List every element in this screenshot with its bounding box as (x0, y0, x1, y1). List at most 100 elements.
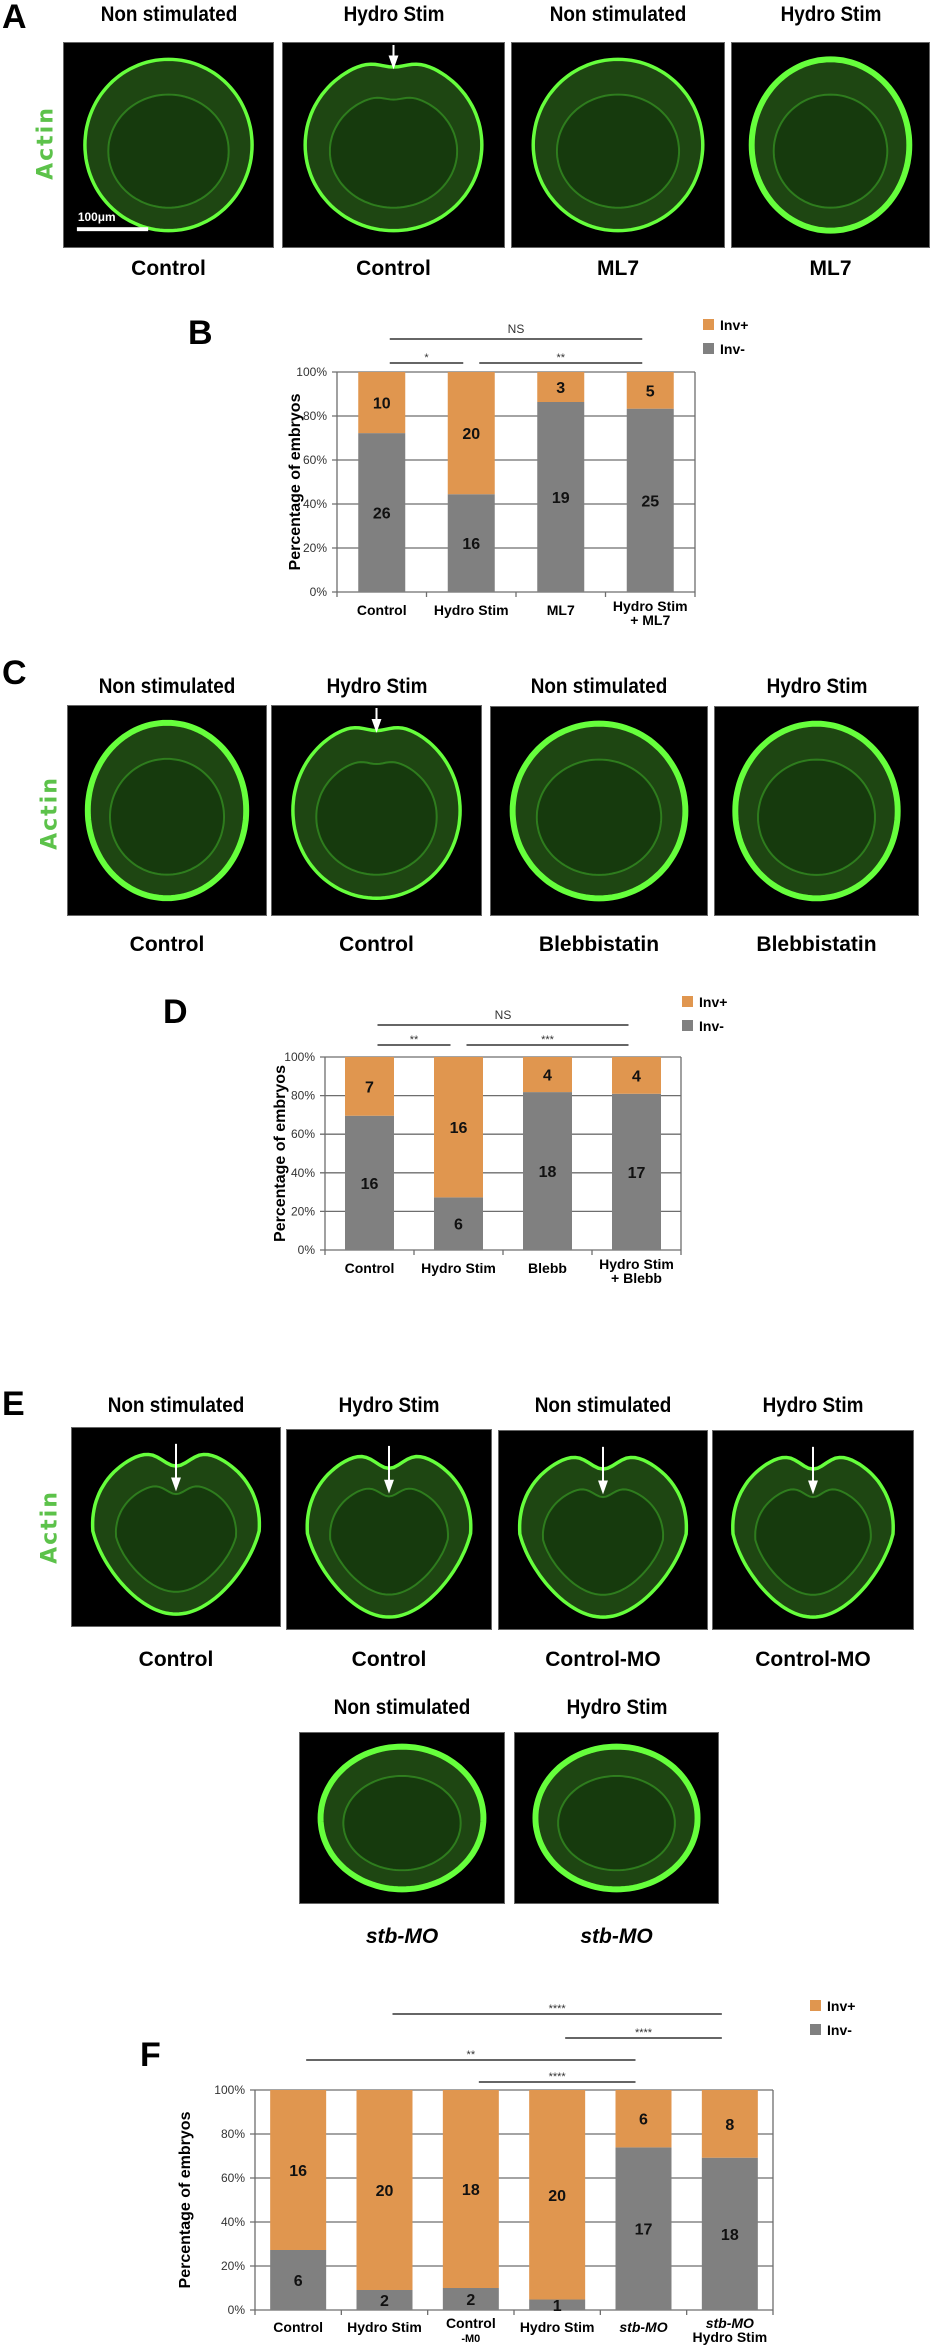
arrow-down-icon (808, 1446, 818, 1495)
treatment-label: Control (129, 933, 205, 956)
x-category-label: + Blebb (611, 1270, 662, 1286)
y-tick-label: 20% (221, 2259, 245, 2273)
bar-inv-plus (358, 372, 406, 434)
micrograph-a-3 (511, 42, 725, 248)
data-label-inv-minus: 2 (466, 2292, 475, 2309)
inner-boundary (108, 757, 226, 876)
inner-boundary (342, 1775, 462, 1872)
micrograph-c-2 (271, 705, 482, 916)
inner-boundary (535, 758, 663, 876)
y-tick-label: 40% (303, 497, 327, 511)
x-category-label: Hydro Stim (599, 1256, 674, 1272)
y-tick-label: 40% (221, 2215, 245, 2229)
significance-label: ** (410, 1034, 419, 1046)
data-label-inv-minus: 6 (294, 2273, 303, 2290)
significance-label: **** (549, 2071, 567, 2083)
data-label-inv-plus: 4 (632, 1068, 641, 1085)
data-label-inv-minus: 26 (373, 506, 391, 523)
condition-heading: Non stimulated (98, 675, 236, 698)
inner-boundary (315, 761, 438, 876)
inner-boundary (114, 1485, 238, 1593)
legend-label: Inv+ (699, 994, 727, 1010)
legend-swatch (810, 2024, 821, 2035)
data-label-inv-minus: 2 (380, 2293, 389, 2310)
x-category-label: Control (345, 1260, 395, 1276)
micrograph-e-3 (498, 1430, 708, 1630)
arrow-down-icon (171, 1443, 181, 1492)
micrograph-c-3 (490, 706, 708, 916)
condition-heading: Hydro Stim (338, 1394, 440, 1417)
data-label-inv-minus: 18 (539, 1164, 557, 1181)
x-category-label: Hydro Stim (434, 602, 509, 618)
significance-label: * (424, 352, 429, 364)
arrow-down-icon (371, 707, 382, 733)
condition-heading: Hydro Stim (762, 1394, 864, 1417)
data-label-inv-minus: 18 (721, 2227, 739, 2244)
scale-bar-label: 100μm (78, 210, 116, 224)
bar-inv-minus (345, 1115, 394, 1250)
y-tick-label: 0% (310, 585, 328, 599)
bar-inv-plus (615, 2090, 672, 2148)
panel-label-d: D (163, 993, 188, 1031)
x-category-label: Control (357, 602, 407, 618)
treatment-label: ML7 (597, 257, 639, 280)
legend-swatch (810, 2000, 821, 2011)
legend-label: Inv- (699, 1018, 724, 1034)
significance-label: NS (495, 1008, 512, 1022)
x-category-label: + ML7 (630, 612, 670, 628)
condition-heading: Non stimulated (100, 3, 237, 26)
bar-inv-minus (615, 2147, 672, 2310)
treatment-label: Control-MO (545, 1648, 661, 1671)
micrograph-e2-1 (299, 1732, 505, 1904)
bar-inv-plus (701, 2090, 758, 2158)
data-label-inv-plus: 16 (450, 1120, 468, 1137)
panel-label-f: F (140, 2036, 161, 2074)
data-label-inv-minus: 25 (641, 493, 659, 510)
y-tick-label: 60% (221, 2171, 245, 2185)
significance-label: NS (508, 322, 525, 336)
condition-heading: Hydro Stim (343, 3, 444, 26)
bar-inv-minus (358, 433, 406, 592)
y-tick-label: 60% (291, 1127, 315, 1141)
x-category-label: Hydro Stim (347, 2319, 422, 2335)
data-label-inv-plus: 20 (376, 2183, 394, 2200)
y-tick-label: 0% (298, 1243, 316, 1257)
data-label-inv-plus: 3 (556, 380, 565, 397)
y-tick-label: 20% (291, 1204, 315, 1218)
inner-boundary (107, 93, 230, 209)
actin-label-a: Actin (33, 106, 59, 180)
condition-heading: Non stimulated (530, 675, 668, 698)
data-label-inv-plus: 5 (646, 383, 655, 400)
bar-inv-minus (442, 2288, 499, 2310)
actin-label-e: Actin (37, 1490, 63, 1564)
inner-boundary (757, 758, 876, 876)
data-label-inv-minus: 1 (553, 2298, 562, 2315)
bar-inv-plus (529, 2090, 586, 2300)
treatment-label: ML7 (809, 257, 852, 280)
legend-label: Inv+ (720, 317, 748, 333)
bar-inv-plus (442, 2090, 499, 2288)
x-category-label: Hydro Stim (613, 598, 688, 614)
bar-inv-minus (434, 1197, 483, 1250)
micrograph-c-1 (67, 705, 267, 916)
data-label-inv-minus: 16 (462, 536, 480, 553)
inner-boundary (328, 96, 459, 209)
y-tick-label: 100% (296, 365, 327, 379)
significance-label: ** (467, 2049, 476, 2061)
legend-label: Inv- (720, 341, 745, 357)
treatment-label: Control-MO (755, 1648, 871, 1671)
legend-label: Inv- (827, 2022, 852, 2038)
bar-inv-minus (612, 1093, 661, 1250)
data-label-inv-plus: 20 (462, 426, 480, 443)
significance-label: **** (549, 2003, 567, 2015)
x-category-label: Control (446, 2315, 496, 2331)
significance-label: *** (541, 1034, 555, 1046)
data-label-inv-plus: 10 (373, 396, 391, 413)
data-label-inv-plus: 8 (725, 2117, 734, 2134)
data-label-inv-minus: 16 (361, 1176, 379, 1193)
micrograph-e-2 (286, 1429, 492, 1630)
condition-heading: Non stimulated (107, 1394, 245, 1417)
condition-heading: Hydro Stim (326, 675, 427, 698)
